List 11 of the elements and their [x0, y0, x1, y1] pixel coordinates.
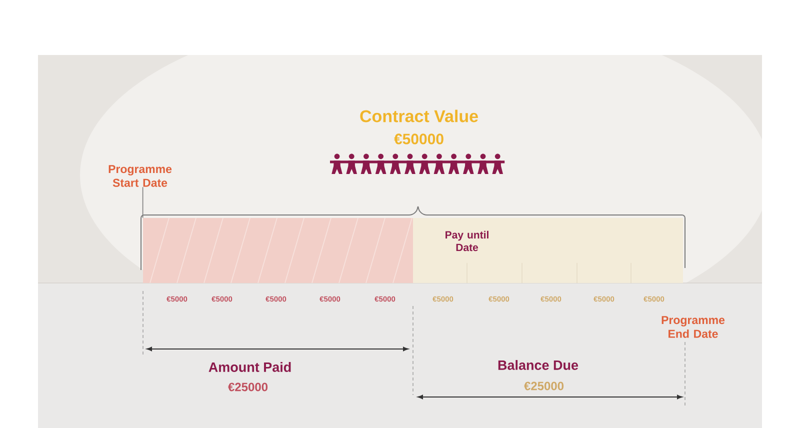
amount-text: €25000 — [228, 382, 268, 392]
leader-line — [142, 186, 144, 218]
striped-bar — [143, 218, 413, 283]
bar: Pay until Date — [413, 218, 683, 283]
title: Contract Value — [360, 110, 478, 122]
heading-text: Amount Paid — [208, 362, 291, 372]
amount-text: €25000 — [524, 382, 564, 390]
date-label: Programme End Date — [662, 316, 725, 338]
date-label: Programme Start Date — [108, 165, 172, 187]
heading-text: Balance Due — [498, 360, 578, 370]
amount-text: €50000 — [394, 134, 444, 144]
